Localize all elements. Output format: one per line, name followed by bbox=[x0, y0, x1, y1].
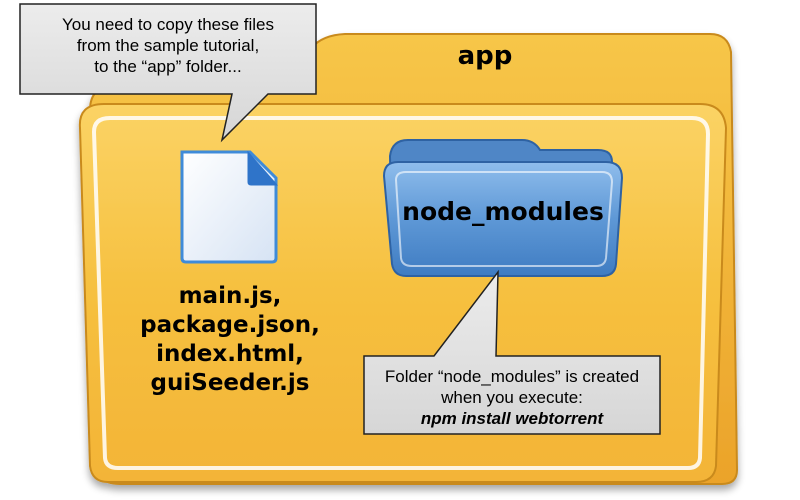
callout-bottom-line: Folder “node_modules” is created bbox=[384, 367, 640, 386]
callout-bubble-top bbox=[19, 3, 317, 143]
callout-bubble-bottom bbox=[363, 269, 661, 435]
document-icon bbox=[180, 150, 279, 264]
node-modules-folder-front bbox=[382, 161, 624, 277]
npm-command: npm install webtorrent bbox=[420, 409, 604, 428]
file-name: guiSeeder.js bbox=[150, 370, 310, 396]
node-modules-label: node_modules bbox=[402, 197, 604, 226]
file-name: index.html, bbox=[156, 341, 304, 367]
file-name: package.json, bbox=[140, 312, 320, 338]
file-name: main.js, bbox=[178, 283, 282, 309]
app-folder-front-highlight bbox=[91, 116, 711, 470]
node-modules-folder bbox=[382, 139, 624, 277]
callout-bottom-line: when you execute: bbox=[441, 388, 583, 407]
callout-top-line: You need to copy these files bbox=[61, 15, 275, 34]
callout-bottom-text: Folder “node_modules” is created when yo… bbox=[366, 366, 658, 429]
file-list: main.js, package.json, index.html, guiSe… bbox=[130, 282, 330, 398]
app-folder-label: app bbox=[457, 41, 513, 71]
callout-top-line: to the “app” folder... bbox=[94, 57, 242, 76]
callout-top-text: You need to copy these files from the sa… bbox=[22, 14, 314, 77]
callout-top-line: from the sample tutorial, bbox=[76, 36, 260, 55]
